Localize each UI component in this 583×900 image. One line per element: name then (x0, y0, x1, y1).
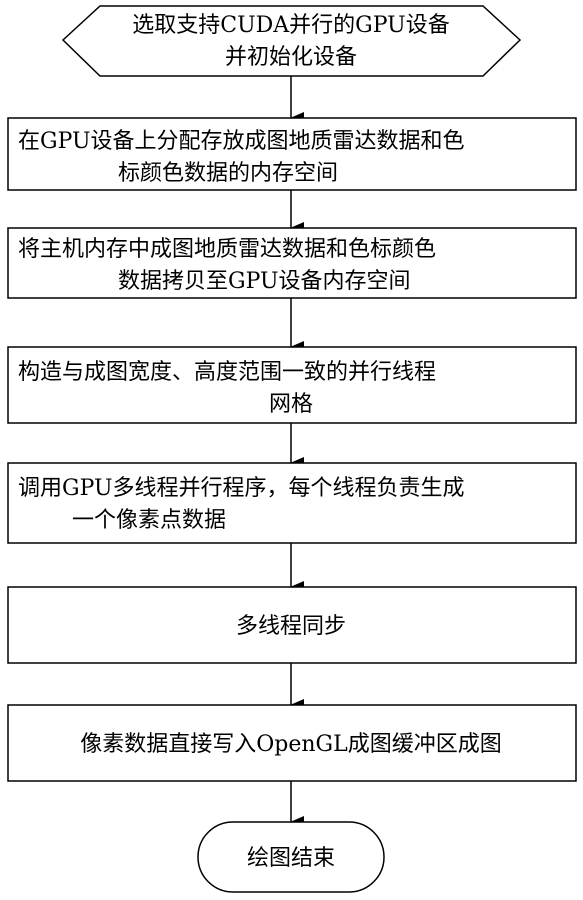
step-4-box (7, 462, 577, 544)
step-6-box (7, 704, 577, 782)
start-node: 选取支持CUDA并行的GPU设备 并初始化设备 (61, 5, 522, 77)
step-construct-grid: 构造与成图宽度、高度范围一致的并行线程 网格 (7, 346, 577, 424)
end-node: 绘图结束 (197, 821, 385, 893)
start-node-shape (61, 5, 522, 77)
step-thread-sync: 多线程同步 (7, 586, 577, 664)
step-call-parallel-program: 调用GPU多线程并行程序，每个线程负责生成 一个像素点数据 (7, 462, 577, 544)
start-node-line-1: 选取支持CUDA并行的GPU设备 (132, 13, 449, 38)
end-node-label: 绘图结束 (247, 846, 335, 871)
step-4-line-2: 一个像素点数据 (72, 508, 226, 533)
step-1-line-2: 标颜色数据的内存空间 (118, 161, 338, 186)
step-copy-data: 将主机内存中成图地质雷达数据和色标颜色 数据拷贝至GPU设备内存空间 (7, 227, 577, 299)
step-4-line-1: 调用GPU多线程并行程序，每个线程负责生成 (18, 476, 465, 501)
step-3-line-2: 网格 (269, 392, 313, 417)
step-5-line-1: 多线程同步 (236, 614, 346, 639)
step-write-opengl-buffer: 像素数据直接写入OpenGL成图缓冲区成图 (7, 704, 577, 782)
step-6-line-1: 像素数据直接写入OpenGL成图缓冲区成图 (80, 732, 502, 757)
step-2-line-1: 将主机内存中成图地质雷达数据和色标颜色 (18, 237, 436, 262)
step-3-line-1: 构造与成图宽度、高度范围一致的并行线程 (18, 360, 436, 385)
end-node-shape (197, 821, 385, 893)
step-5-box (7, 586, 577, 664)
step-1-line-1: 在GPU设备上分配存放成图地质雷达数据和色 (18, 129, 465, 154)
step-2-box (7, 227, 577, 299)
step-3-box (7, 346, 577, 424)
start-node-line-2: 并初始化设备 (225, 45, 357, 70)
step-1-box (7, 117, 577, 191)
step-2-line-2: 数据拷贝至GPU设备内存空间 (118, 269, 411, 294)
step-allocate-memory: 在GPU设备上分配存放成图地质雷达数据和色 标颜色数据的内存空间 (7, 117, 577, 191)
